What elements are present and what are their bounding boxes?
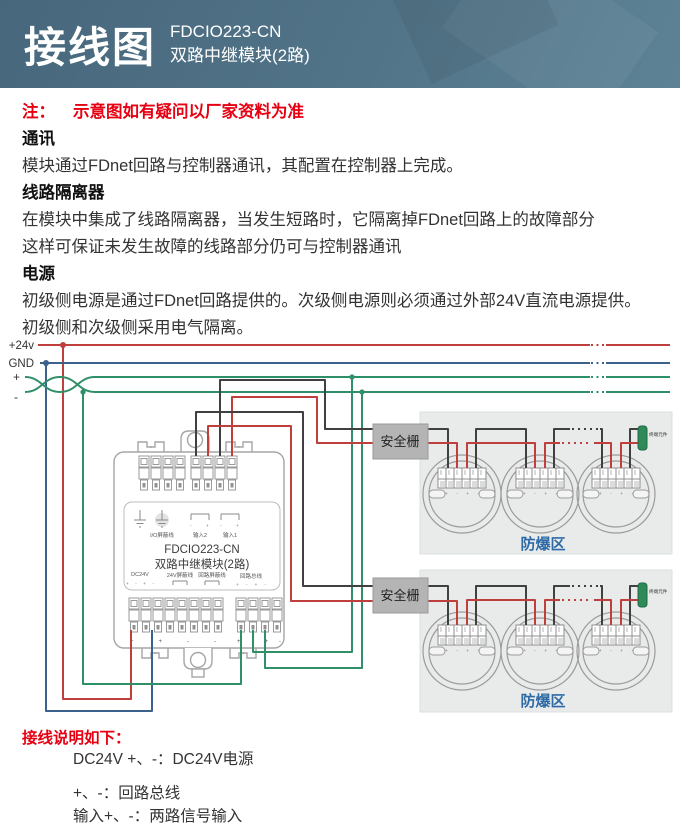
terminal xyxy=(226,455,238,491)
loop-bus-label: 回路总线 xyxy=(240,572,263,580)
safety-barrier-2: 安全栅 xyxy=(372,577,429,614)
module-name: 双路中继模块(2路) xyxy=(155,557,250,571)
input2-label: 输入2 xyxy=(193,531,207,539)
section-line: 这样可保证未发生故障的线路部分仍可与控制器通讯 xyxy=(22,238,402,256)
wiring-note-item: +、-：回路总线 xyxy=(73,785,181,802)
terminal xyxy=(138,455,150,491)
terminal-element-label: 终端元件 xyxy=(649,588,668,595)
module-model: FDCIO223-CN xyxy=(164,544,239,556)
loop-bus-marks: + - + - xyxy=(236,582,266,587)
safety-barrier-1: 安全栅 xyxy=(372,423,429,460)
bus-label-24v: +24v xyxy=(9,340,35,352)
input1-minus: - xyxy=(220,523,222,528)
wiring-note-item: 输入+、-：两路信号输入 xyxy=(73,808,243,825)
dc24v-label: DC24V xyxy=(131,572,149,578)
wire-gnd-blue xyxy=(40,362,670,712)
module-front-panel: - + - + I/O屏蔽线 输入2 输入1 FDCIO223-CN 双路中继模… xyxy=(123,501,281,591)
bottom-right-marks: + - + - xyxy=(237,639,281,645)
terminal xyxy=(200,597,212,633)
terminal xyxy=(162,455,174,491)
terminal-element-label: 终端元件 xyxy=(649,431,668,438)
junction-dots xyxy=(43,342,365,395)
detector-marks: + - + - xyxy=(523,491,557,496)
terminal xyxy=(128,597,140,633)
wiring-notes-title: 接线说明如下： xyxy=(22,730,131,747)
detectors: + - + - + - + - + - + - + - + - + - + - + - +… xyxy=(422,454,656,691)
detector-marks: + - + - xyxy=(599,491,633,496)
terminal xyxy=(150,455,162,491)
terminal xyxy=(259,597,271,633)
section-heading-power: 电源 xyxy=(22,265,55,283)
loop-shield-label: 回路屏蔽线 xyxy=(198,571,226,579)
terminal xyxy=(202,455,214,491)
model-number: FDCIO223-CN xyxy=(170,22,282,41)
terminal xyxy=(271,597,283,633)
terminal xyxy=(247,597,259,633)
detector-marks: + - + - xyxy=(523,648,557,653)
bus-label-loop-plus: + xyxy=(13,370,20,384)
explosion-zone-label-2: 防爆区 xyxy=(520,692,565,710)
terminal xyxy=(152,597,164,633)
wire-24v-red xyxy=(38,344,670,700)
io-shield-label: I/O屏蔽线 xyxy=(150,531,174,539)
model-name: 双路中继模块(2路) xyxy=(170,46,310,65)
wire-output2-dark xyxy=(195,411,640,625)
terminal xyxy=(214,455,226,491)
detector-marks: + - + - xyxy=(599,648,633,653)
bus-label-loop-minus: - xyxy=(14,390,18,404)
section-heading-comm: 通讯 xyxy=(22,130,55,148)
explosion-zone-label-1: 防爆区 xyxy=(520,535,565,553)
section-line: 初级侧电源是通过FDnet回路提供的。次级侧电源则必须通过外部24V直流电源提供… xyxy=(22,292,641,310)
detector-marks: + - + - xyxy=(445,491,479,496)
terminal xyxy=(212,597,224,633)
section-heading-isolator: 线路隔离器 xyxy=(22,184,105,202)
terminal xyxy=(176,597,188,633)
note-text: 示意图如有疑问以厂家资料为准 xyxy=(73,103,304,121)
section-line: 模块通过FDnet回路与控制器通讯，其配置在控制器上完成。 xyxy=(22,157,463,175)
detector-marks: + - + - xyxy=(445,648,479,653)
page-title: 接线图 xyxy=(24,24,157,71)
wiring-note-item: DC24V +、-：DC24V电源 xyxy=(73,751,254,768)
terminal-element-2: 终端元件 xyxy=(637,582,668,608)
terminal xyxy=(174,455,186,491)
input1-plus: + xyxy=(236,523,239,528)
terminal xyxy=(140,597,152,633)
wire-output1-red xyxy=(231,396,640,468)
input2-plus: + xyxy=(206,523,209,528)
wire-output2-red xyxy=(207,425,640,625)
section-line: 在模块中集成了线路隔离器，当发生短路时，它隔离掉FDnet回路上的故障部分 xyxy=(22,211,595,229)
wire-loop-green xyxy=(24,376,670,685)
dc24v-marks: + - + - xyxy=(126,581,154,586)
section-line: 初级侧和次级侧采用电气隔离。 xyxy=(22,319,253,337)
input1-label: 输入1 xyxy=(223,531,237,539)
terminal xyxy=(235,597,247,633)
description-block: 注： 示意图如有疑问以厂家资料为准 通讯 模块通过FDnet回路与控制器通讯，其配… xyxy=(22,99,667,342)
input2-minus: - xyxy=(190,523,192,528)
wiring-notes: 接线说明如下： xyxy=(22,726,622,748)
shield24-label: 24V屏蔽线 xyxy=(167,571,194,579)
terminal xyxy=(190,455,202,491)
note-prefix: 注： xyxy=(22,103,55,121)
bottom-left-marks: + + - - xyxy=(130,639,216,645)
note-line: 注： 示意图如有疑问以厂家资料为准 xyxy=(22,99,667,126)
terminal xyxy=(164,597,176,633)
bus-label-gnd: GND xyxy=(8,358,34,370)
safety-barrier-label: 安全栅 xyxy=(380,588,419,603)
header-subtitle: FDCIO223-CN 双路中继模块(2路) xyxy=(170,20,310,68)
header-banner: 接线图 FDCIO223-CN 双路中继模块(2路) xyxy=(0,0,680,88)
terminal-element-1: 终端元件 xyxy=(637,425,668,451)
terminal xyxy=(188,597,200,633)
safety-barrier-label: 安全栅 xyxy=(380,434,419,449)
wire-output1-dark xyxy=(219,379,640,468)
